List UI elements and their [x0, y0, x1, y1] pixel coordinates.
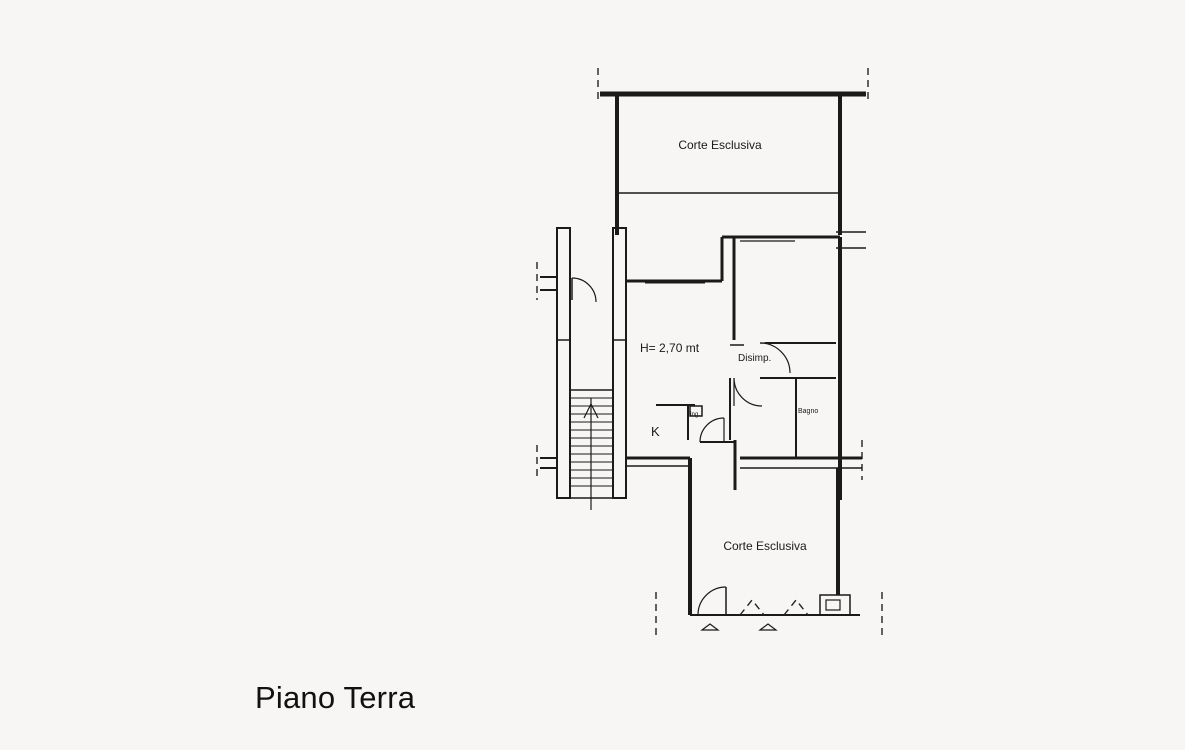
entrance-label: Ing.: [690, 412, 700, 418]
courtyard-bottom-label: Corte Esclusiva: [723, 539, 807, 553]
page-title: Piano Terra: [255, 680, 416, 715]
bathroom-label: Bagno: [798, 408, 818, 415]
staircase: [569, 389, 614, 510]
hallway-label: Disimp.: [738, 353, 771, 364]
courtyard-top-label: Corte Esclusiva: [678, 138, 762, 152]
courtyard-bottom-walls: [688, 458, 860, 631]
living-area-walls: [626, 231, 866, 500]
boundary-marks: [536, 68, 883, 636]
courtyard-top-walls: [600, 91, 866, 235]
height-label: H= 2,70 mt: [640, 341, 700, 355]
corridor-door: [571, 277, 597, 303]
hallway-bathroom-walls: [729, 342, 836, 490]
left-corridor-walls: [540, 227, 627, 499]
entrance-walls: [656, 404, 735, 443]
kitchen-label: K: [651, 424, 660, 439]
